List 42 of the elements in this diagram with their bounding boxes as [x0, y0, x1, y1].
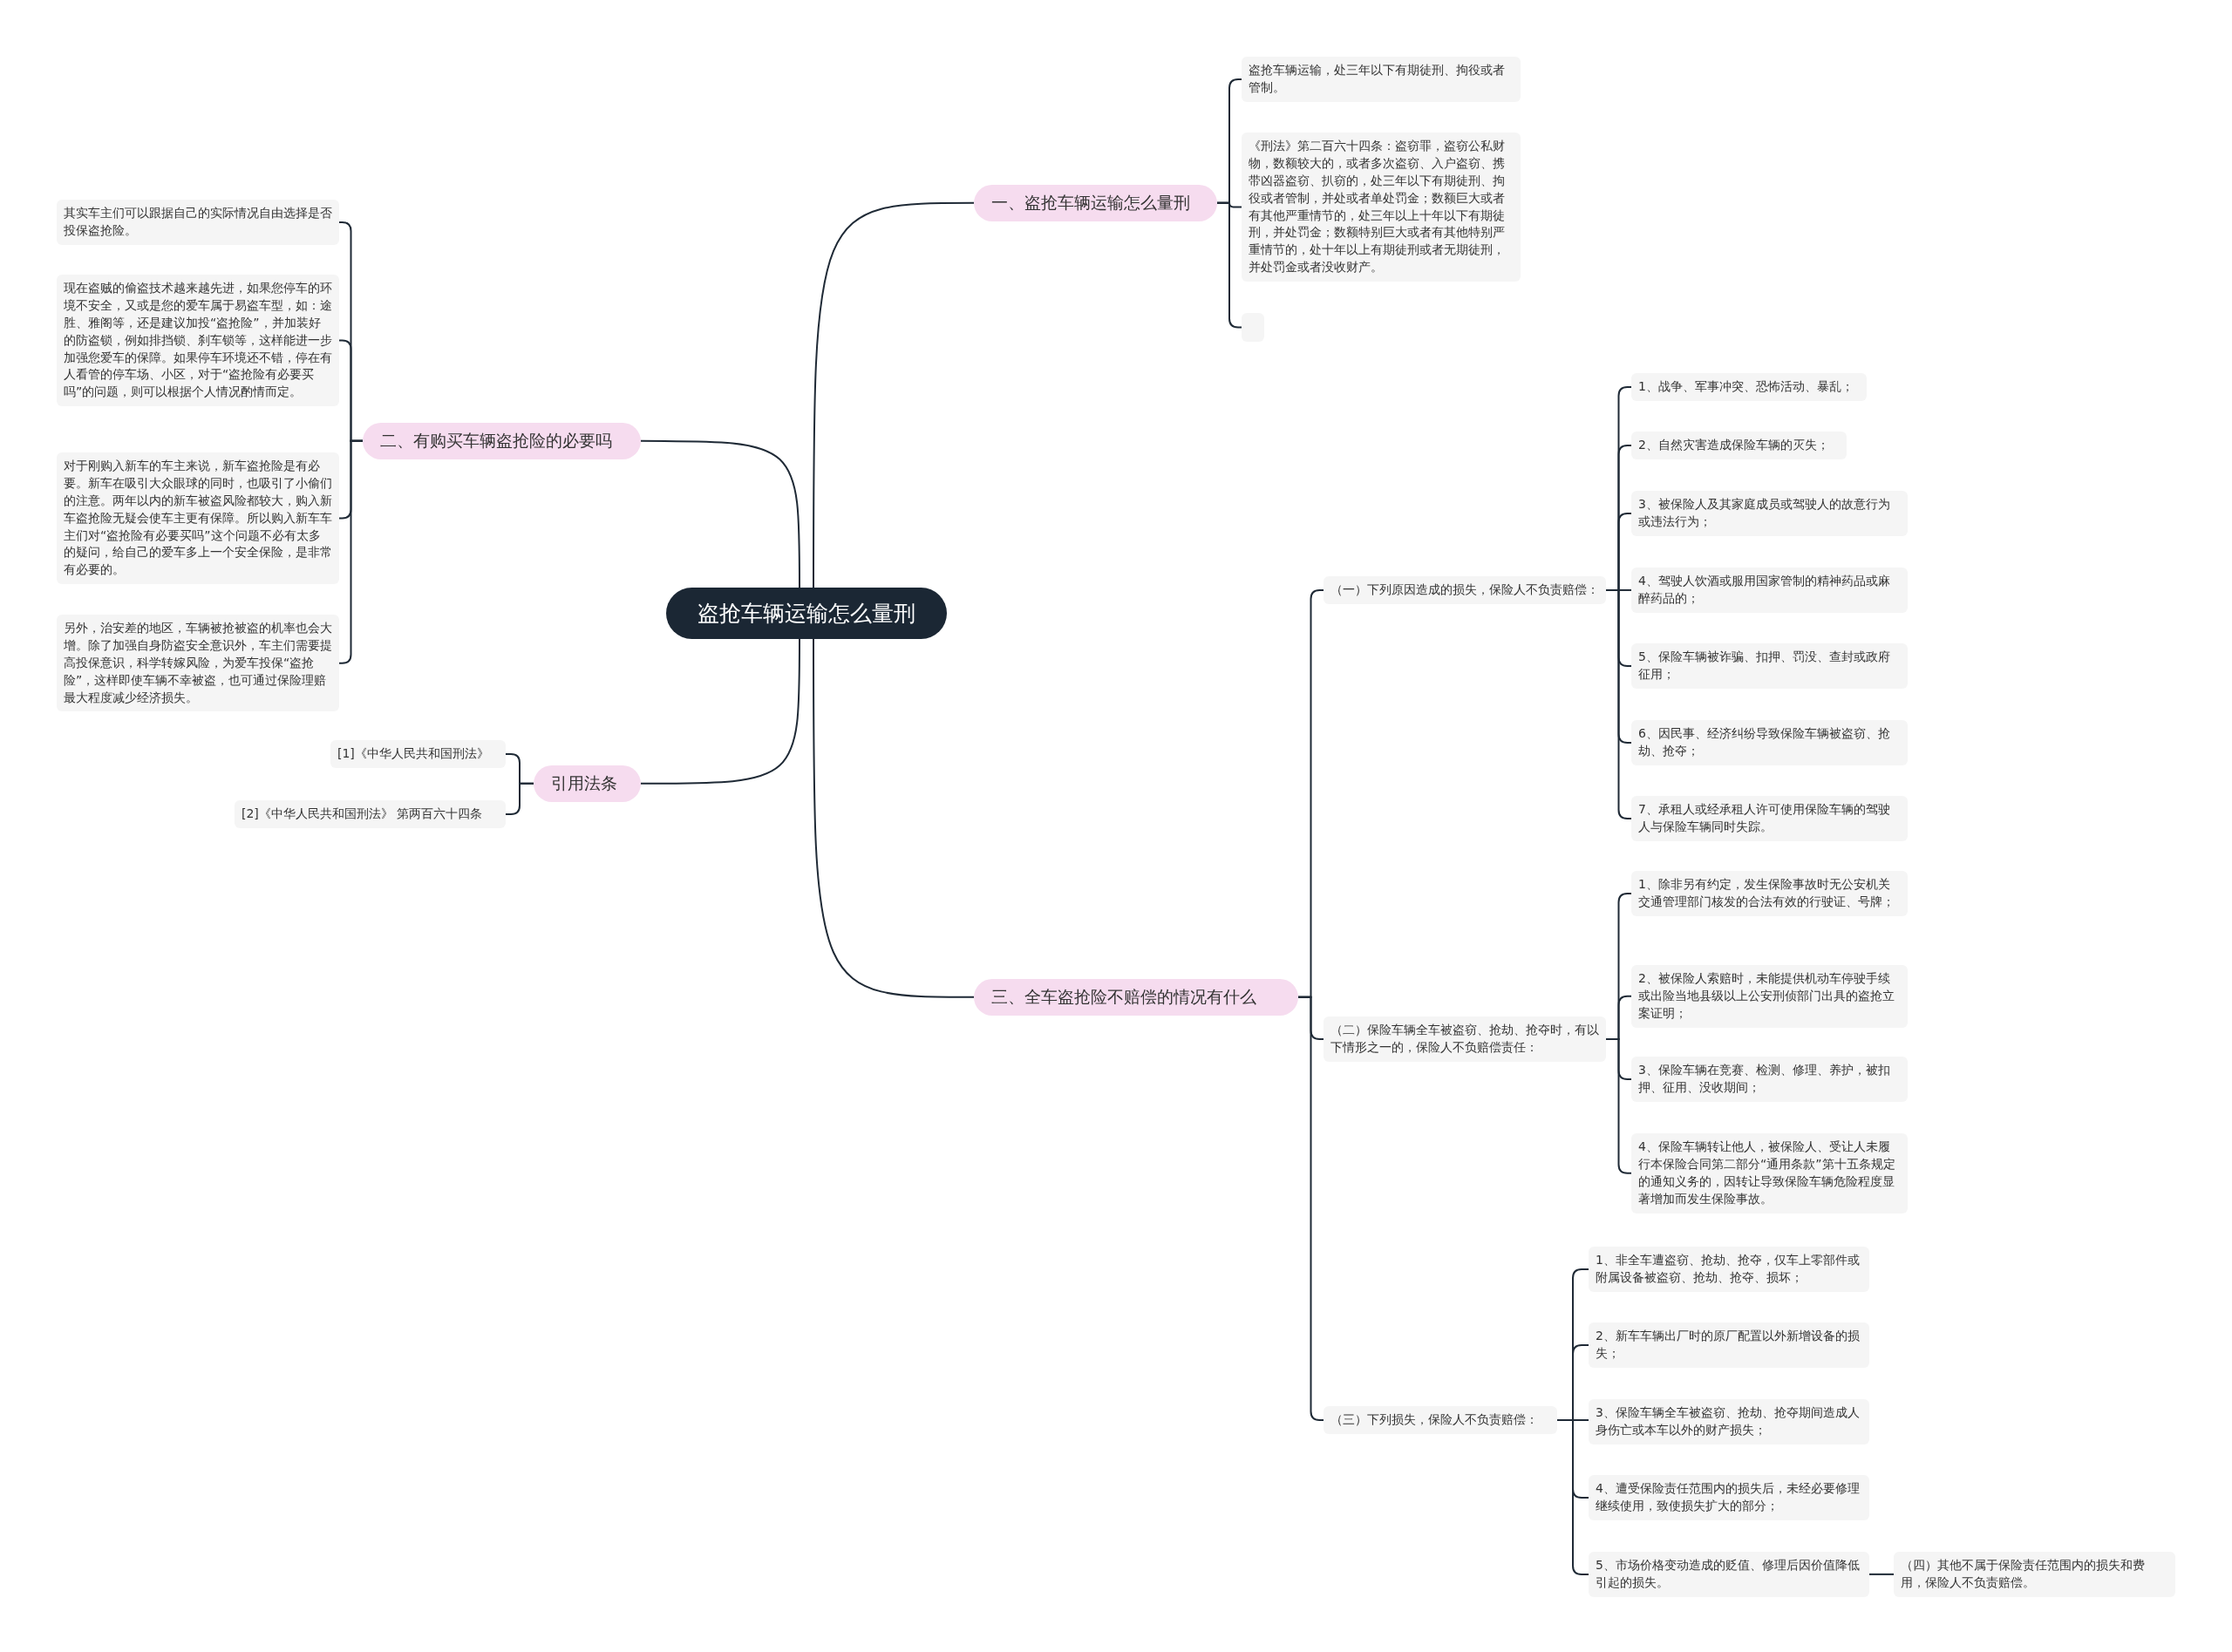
- text-card: （三）下列损失，保险人不负责赔偿：: [1324, 1406, 1557, 1434]
- text-card: 对于刚购入新车的车主来说，新车盗抢险是有必要。新车在吸引大众眼球的同时，也吸引了小偷们的注意。两年以内的新车被盗风险都较大，购入新车盗抢险无疑会使车主更有保障。所以购入新车车主们对“盗抢险有必要买吗”这个问题不必有太多的疑问，给自己的爱车多上一个安全保险，是非常有必要的。: [57, 452, 339, 585]
- text-card: 1、战争、军事冲突、恐怖活动、暴乱；: [1631, 373, 1867, 401]
- connector-line: [640, 638, 800, 785]
- topic-box: 引用法条: [534, 765, 641, 802]
- topic-box: 三、全车盗抢险不赔偿的情况有什么: [974, 979, 1298, 1016]
- connector-line: [1868, 1573, 1895, 1575]
- connector-line: [813, 201, 975, 588]
- topic-box: 二、有购买车辆盗抢险的必要吗: [363, 423, 641, 459]
- topic-box: 一、盗抢车辆运输怎么量刑: [974, 185, 1217, 221]
- text-card: （二）保险车辆全车被盗窃、抢劫、抢夺时，有以下情形之一的，保险人不负赔偿责任：: [1324, 1016, 1606, 1062]
- empty-box: [1242, 313, 1264, 342]
- connector-line: [813, 638, 975, 998]
- text-card: 4、保险车辆转让他人，被保险人、受让人未履行本保险合同第二部分“通用条款”第十五条规定的通知义务的，因转让导致保险车辆危险程度显著增加而发生保险事故。: [1631, 1133, 1908, 1214]
- central-topic: 盗抢车辆运输怎么量刑: [666, 588, 947, 639]
- text-card: 7、承租人或经承租人许可使用保险车辆的驾驶人与保险车辆同时失踪。: [1631, 796, 1908, 841]
- text-card: 另外，治安差的地区，车辆被抢被盗的机率也会大增。除了加强自身防盗安全意识外，车主们需要提高投保意识，科学转嫁风险，为爱车投保“盗抢险”，这样即使车辆不幸被盗，也可通过保险理赔最大程度减少经济损失。: [57, 615, 339, 712]
- text-card: 2、被保险人索赔时，未能提供机动车停驶手续或出险当地县级以上公安刑侦部门出具的盗抢立案证明；: [1631, 965, 1908, 1028]
- text-card: 1、除非另有约定，发生保险事故时无公安机关交通管理部门核发的合法有效的行驶证、号牌；: [1631, 871, 1908, 916]
- text-card: 现在盗贼的偷盗技术越来越先进，如果您停车的环境不安全，又或是您的爱车属于易盗车型，如：途胜、雅阁等，还是建议加投“盗抢险”，并加装好的防盗锁，例如排挡锁、刹车锁等，这样能进一步加强您爱车的保障。如果停车环境还不错，停在有人看管的停车场、小区，对于“盗抢险有必要买吗”的问题，则可以根据个人情况酌情而定。: [57, 275, 339, 407]
- text-card: 1、非全车遭盗窃、抢劫、抢夺，仅车上零部件或附属设备被盗窃、抢劫、抢夺、损坏；: [1589, 1247, 1869, 1292]
- text-card: 盗抢车辆运输，处三年以下有期徒刑、拘役或者管制。: [1242, 57, 1521, 102]
- connector-line: [1556, 1418, 1589, 1575]
- text-card: 4、驾驶人饮酒或服用国家管制的精神药品或麻醉药品的；: [1631, 568, 1908, 613]
- connector-line: [640, 439, 800, 588]
- text-card: （四）其他不属于保险责任范围内的损失和费用，保险人不负责赔偿。: [1894, 1552, 2175, 1597]
- text-card: 《刑法》第二百六十四条：盗窃罪，盗窃公私财物，数额较大的，或者多次盗窃、入户盗窃、携带凶器盗窃、扒窃的，处三年以下有期徒刑、拘役或者管制，并处或者单处罚金；数额巨大或者有其他严重情节的，处三年以上十年以下有期徒刑，并处罚金；数额特别巨大或者有其他特别严重情节的，处十年以上有期徒刑或者无期徒刑，并处罚金或者没收财产。: [1242, 133, 1521, 282]
- text-card: 3、保险车辆在竞赛、检测、修理、养护，被扣押、征用、没收期间；: [1631, 1057, 1908, 1102]
- connector-line: [505, 782, 534, 815]
- text-card: （一）下列原因造成的损失，保险人不负责赔偿：: [1324, 576, 1606, 604]
- text-card: 2、自然灾害造成保险车辆的灭失；: [1631, 432, 1847, 459]
- text-card: 3、被保险人及其家庭成员或驾驶人的故意行为或违法行为；: [1631, 491, 1908, 536]
- text-card: 5、市场价格变动造成的贬值、修理后因价值降低引起的损失。: [1589, 1552, 1869, 1597]
- text-card: 4、遭受保险责任范围内的损失后，未经必要修理继续使用，致使损失扩大的部分；: [1589, 1475, 1869, 1520]
- text-card: 6、因民事、经济纠纷导致保险车辆被盗窃、抢劫、抢夺；: [1631, 720, 1908, 765]
- text-card: [1]《中华人民共和国刑法》: [330, 740, 506, 768]
- connector-line: [1216, 201, 1242, 329]
- text-card: 2、新车车辆出厂时的原厂配置以外新增设备的损失；: [1589, 1322, 1869, 1368]
- text-card: [2]《中华人民共和国刑法》 第两百六十四条: [235, 800, 506, 828]
- text-card: 5、保险车辆被诈骗、扣押、罚没、查封或政府征用；: [1631, 643, 1908, 689]
- text-card: 3、保险车辆全车被盗窃、抢劫、抢夺期间造成人身伤亡或本车以外的财产损失；: [1589, 1399, 1869, 1445]
- text-card: 其实车主们可以跟据自己的实际情况自由选择是否投保盗抢险。: [57, 200, 339, 245]
